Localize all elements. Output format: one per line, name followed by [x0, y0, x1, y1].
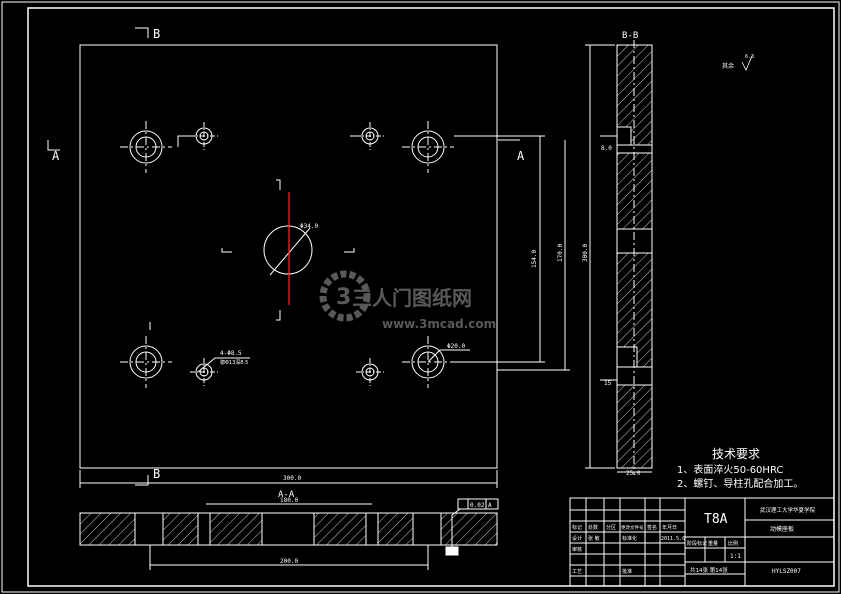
screw-hole-bl [190, 358, 218, 386]
height-300-dim: 300.0 [582, 244, 589, 262]
process-label: 工艺 [572, 569, 582, 575]
screw-hole-tl [190, 122, 218, 150]
row-label-date: 年月日 [662, 524, 677, 531]
stage-label: 阶段标记 [687, 540, 707, 547]
section-bb-title: B-B [622, 31, 638, 41]
part-name: 动模座板 [770, 525, 794, 533]
width-180-dim: 180.0 [280, 497, 298, 504]
center-hole-dim: Φ34.0 [300, 223, 318, 230]
section-a-right-label: A [517, 149, 525, 163]
section-aa-title: A-A [278, 490, 295, 500]
screw-hole-tr [356, 122, 384, 150]
row-label-mark: 标记 [572, 524, 582, 531]
guide-hole-tr [402, 121, 454, 173]
guide-hole-bl [120, 336, 172, 388]
roughness-value: 6.3 [745, 54, 754, 60]
title-block [569, 497, 835, 587]
section-b-bottom-marker [135, 475, 149, 486]
side-15-dim: 15 [604, 380, 612, 387]
designer-label: 设计 [572, 535, 582, 542]
tech-req-item1: 1、表面淬火50-60HRC [677, 463, 783, 476]
scale-label: 比例 [728, 540, 738, 547]
row-label-count: 处数 [588, 524, 598, 531]
school-name: 武汉理工大学华夏学院 [760, 506, 816, 514]
std-label: 标准化 [622, 535, 637, 542]
roughness-label: 其余 [722, 62, 734, 70]
watermark-logo: 3 三人门图纸网 www.3mcad.com [319, 270, 496, 331]
weight-label: 重量 [708, 540, 718, 547]
watermark-url: www.3mcad.com [382, 317, 496, 331]
height-154-dim: 154.0 [531, 250, 538, 268]
design-date: 2011.5.6 [661, 536, 685, 542]
side-25-dim: 25.0 [626, 470, 641, 477]
section-a-left-marker [47, 140, 60, 151]
review-label: 审核 [572, 546, 582, 553]
guide-hole-leader [427, 349, 470, 363]
plate-outline [79, 44, 498, 469]
side-view-bb [600, 40, 653, 475]
section-view-aa [79, 498, 499, 570]
drawing-number: HYLSZ007 [772, 568, 801, 575]
watermark-logo-letter: 3 [336, 285, 351, 310]
hole-spec-dim: 4-Φ8.5 [220, 350, 242, 357]
inner-frame [27, 7, 835, 587]
cut-line-a1 [177, 135, 190, 147]
height-170-dim: 170.0 [557, 244, 564, 262]
hole-spec-sub-dim: 锪Φ13深8.5 [220, 359, 248, 366]
scale-value: 1:1 [730, 553, 741, 560]
hole-spec-leader [197, 357, 250, 373]
row-label-sign: 签名 [647, 524, 657, 531]
tech-req-title: 技术要求 [712, 447, 760, 461]
width-200-dim: 200.0 [280, 558, 298, 565]
sheet-info: 共14张 第14张 [690, 566, 728, 574]
material-label: T8A [704, 512, 728, 527]
row-label-zone: 分区 [606, 524, 616, 531]
top-view [47, 27, 615, 488]
section-a-left-label: A [52, 149, 60, 163]
screw-hole-br [356, 358, 384, 386]
section-b-bottom-label: B [153, 467, 160, 481]
tech-req-item2: 2、螺钉、导柱孔配合加工。 [677, 477, 803, 490]
approve-label: 批准 [622, 568, 632, 575]
center-hole [221, 179, 355, 321]
flatness-tolerance: 0.02 A [470, 502, 492, 509]
row-label-change-doc: 更改文件号 [621, 524, 644, 531]
section-b-top-marker [135, 27, 149, 38]
side-8-dim: 8.0 [601, 145, 612, 152]
guide-hole-dim: Φ20.0 [447, 343, 465, 350]
guide-hole-tl [120, 121, 172, 173]
width-300-dim: 300.0 [283, 475, 301, 482]
section-b-top-label: B [153, 27, 160, 41]
roughness-symbol [741, 55, 753, 71]
designer-name: 张 敏 [588, 535, 600, 542]
guide-hole-br [402, 336, 454, 388]
watermark-brand: 三人门图纸网 [352, 286, 472, 310]
